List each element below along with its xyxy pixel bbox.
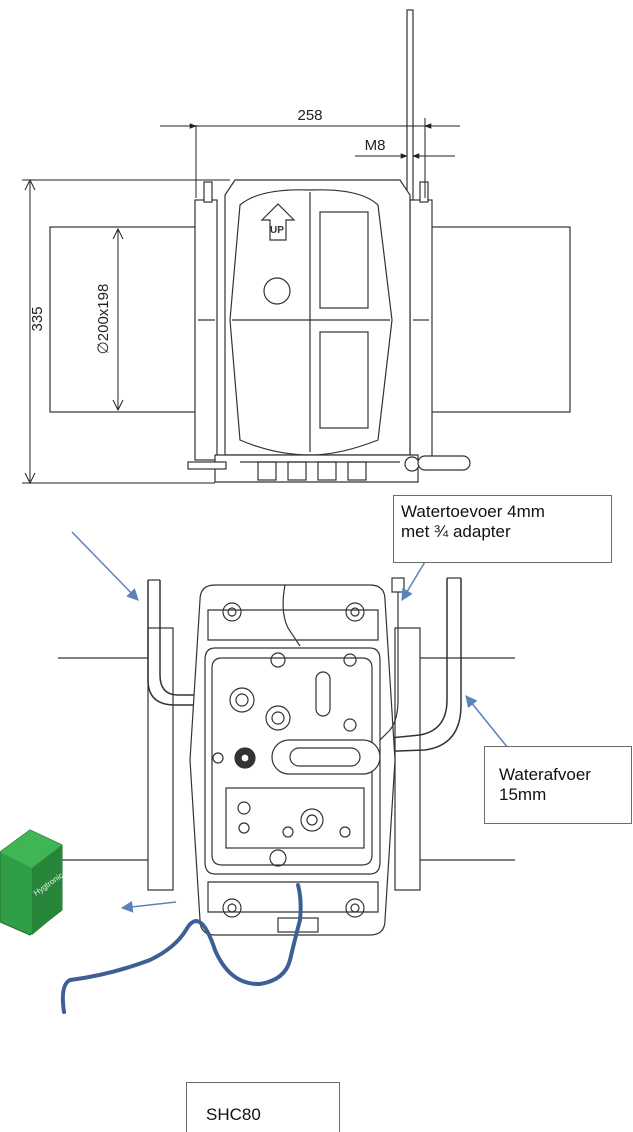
rear-view xyxy=(58,577,515,936)
dimension-lines xyxy=(22,118,460,485)
controller-cable xyxy=(60,883,303,1014)
controller-box: Hygtronic xyxy=(0,829,65,936)
water-drain-arrow xyxy=(465,695,509,749)
water-drain-line-1: Waterafvoer xyxy=(499,765,591,784)
dim-thread-label: M8 xyxy=(365,137,386,154)
top-left-arrow xyxy=(71,531,139,601)
model-label: SHC80 xyxy=(206,1105,261,1124)
controller-arrow xyxy=(120,900,177,913)
water-drain-line-2: 15mm xyxy=(499,785,547,804)
front-view xyxy=(49,9,571,483)
dim-width-label: 258 xyxy=(297,107,322,124)
model-callout: SHC80 xyxy=(186,1082,340,1132)
water-supply-line-2: met ¾ adapter xyxy=(401,522,511,541)
water-drain-callout: Waterafvoer 15mm xyxy=(484,746,632,824)
dim-height-label: 335 xyxy=(29,306,46,331)
water-supply-callout: Watertoevoer 4mm met ¾ adapter xyxy=(393,495,612,563)
dim-duct-label: ∅200x198 xyxy=(95,284,112,355)
up-label-icon: UP xyxy=(270,225,284,236)
water-supply-line-1: Watertoevoer 4mm xyxy=(401,502,545,521)
